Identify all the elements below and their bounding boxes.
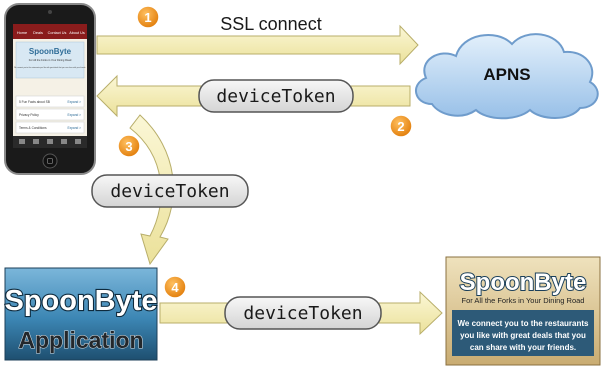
phone-nav-contact: Contact Us	[48, 31, 67, 35]
phone-nav-home: Home	[17, 31, 27, 35]
phone-home-button	[42, 153, 58, 169]
phone-list: 5 Fun Facts about SB Expand > Privacy Po…	[15, 95, 85, 134]
spoonbyte-server-card: SpoonByte For All the Forks in Your Dini…	[445, 256, 601, 366]
phone-list-item[interactable]	[15, 95, 85, 108]
phone-list-item-action: Expand >	[67, 126, 81, 130]
phone-list-item-label: Privacy Policy	[19, 113, 39, 117]
app-box-logo: SpoonByte	[4, 285, 157, 317]
step-badge-1: 1	[136, 5, 160, 29]
phone-tab-icon	[47, 139, 53, 144]
phone-tab-icon	[19, 139, 25, 144]
device-token-pill-2: deviceToken	[198, 79, 354, 113]
step-badge-3: 3	[117, 134, 141, 158]
phone-tab-icon	[33, 139, 39, 144]
badge-3-number: 3	[125, 139, 132, 154]
phone-list-item-label: 5 Fun Facts about SB	[19, 100, 50, 104]
server-card-description-line: We connect you to the restaurants	[458, 319, 590, 328]
phone-nav-bar	[13, 24, 87, 39]
badge-4-number: 4	[171, 280, 179, 295]
phone-list-item[interactable]	[15, 108, 85, 121]
pill-4-background	[224, 296, 382, 330]
phone-nav-about: About Us	[69, 31, 85, 35]
cloud-shape	[415, 33, 599, 120]
server-card-band	[452, 310, 594, 356]
server-card-tagline: For All the Forks in Your Dining Road	[462, 296, 585, 305]
device-token-pill-4: deviceToken	[224, 296, 382, 330]
server-card-logo: SpoonByte	[460, 269, 587, 296]
badge-3-circle	[117, 134, 141, 158]
pill-3-label: deviceToken	[110, 181, 229, 202]
server-card-description-line: can share with your friends.	[470, 343, 576, 352]
apns-cloud: APNS	[415, 33, 599, 120]
pill-4-label: deviceToken	[243, 303, 362, 324]
pill-3-background	[91, 174, 249, 208]
app-box-subtitle: Application	[18, 327, 143, 353]
pill-2-label: deviceToken	[216, 86, 335, 107]
token-forward-arrow-curved	[129, 114, 174, 266]
device-token-pill-3: deviceToken	[91, 174, 249, 208]
spoonbyte-application-box: SpoonByte Application	[3, 267, 159, 361]
badge-4-circle	[163, 275, 187, 299]
phone-tab-icon	[61, 139, 67, 144]
pill-2-background	[198, 79, 354, 113]
server-card-description-line: you like with great deals that you	[460, 331, 586, 340]
phone-description: We connect you to the restaurants you li…	[14, 66, 86, 69]
phone-tagline: For All the Forks in Your Dining Road	[29, 58, 72, 62]
phone-logo: SpoonByte	[29, 47, 72, 56]
phone-list-item[interactable]	[15, 121, 85, 134]
badge-2-number: 2	[397, 119, 404, 134]
badge-1-number: 1	[144, 10, 151, 25]
phone-camera	[48, 10, 52, 14]
badge-1-circle	[136, 5, 160, 29]
app-box-background	[4, 267, 158, 361]
phone-header-panel	[15, 41, 85, 79]
step-badge-2: 2	[389, 114, 413, 138]
home-button-square	[47, 158, 53, 164]
apns-label: APNS	[483, 65, 530, 84]
iphone-device: Home Deals Contact Us About Us SpoonByte…	[4, 3, 96, 175]
ssl-connect-label: SSL connect	[220, 14, 321, 34]
step-badge-4: 4	[163, 275, 187, 299]
phone-list-item-label: Terms & Conditions	[19, 126, 47, 130]
phone-tab-icon	[75, 139, 81, 144]
badge-2-circle	[389, 114, 413, 138]
ssl-connect-arrow	[96, 24, 419, 66]
phone-list-item-action: Expand >	[67, 100, 81, 104]
phone-nav-deals: Deals	[33, 31, 43, 35]
phone-list-item-action: Expand >	[67, 113, 81, 117]
